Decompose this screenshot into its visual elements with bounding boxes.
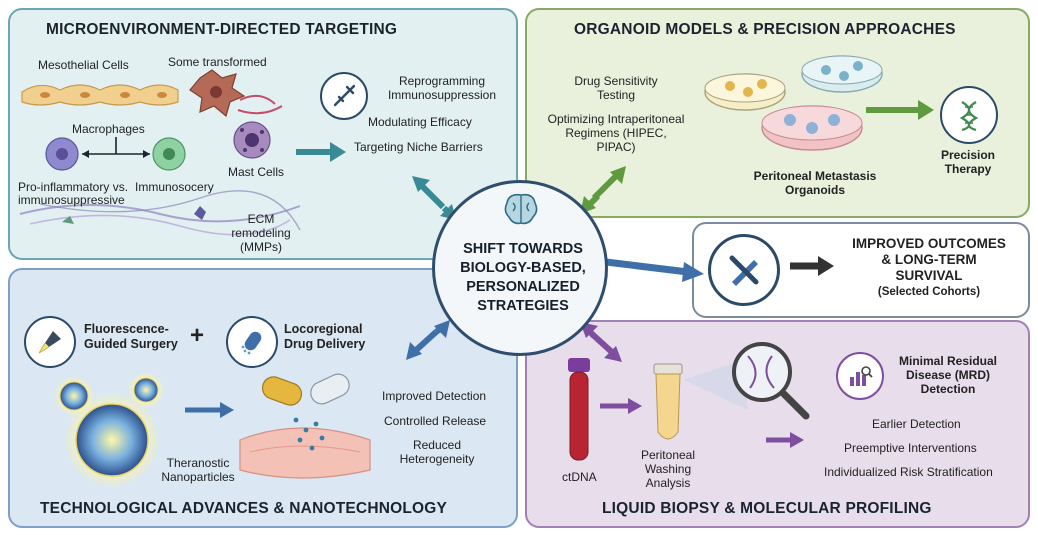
- pm-organoids-label: Peritoneal Metastasis Organoids: [750, 169, 880, 197]
- precision-therapy-label: Precision Therapy: [928, 148, 1008, 176]
- nano-to-capsule-arrow: [185, 402, 234, 418]
- reprogramming-label: Reprogramming Immunosuppression: [372, 74, 512, 102]
- pmo-line2: Organoids: [784, 183, 845, 197]
- macrophage-illustration: [45, 137, 186, 171]
- dna-icon: [940, 86, 998, 144]
- mrd-line2: Disease (MRD): [905, 368, 991, 382]
- reduced-line1: Reduced: [412, 438, 462, 452]
- mast-cell-illustration: [233, 121, 271, 159]
- brain-icon: [499, 189, 543, 229]
- organoid-to-precision-arrow: [866, 100, 934, 120]
- opt-line2: Regimens (HIPEC,: [565, 126, 667, 140]
- optimizing-label: Optimizing Intraperitoneal Regimens (HIP…: [534, 112, 698, 154]
- transformed-cell-illustration: [189, 69, 283, 118]
- capsule-tissue-illustration: [239, 373, 371, 479]
- opt-line1: Optimizing Intraperitoneal: [547, 112, 685, 126]
- fgs-label: Fluorescence- Guided Surgery: [84, 322, 178, 352]
- petri-dish-illustration: [704, 55, 883, 151]
- hub-to-technology-arrow: [406, 320, 450, 360]
- technology-title: TECHNOLOGICAL ADVANCES & NANOTECHNOLOGY: [40, 500, 448, 517]
- modulating-label: Modulating Efficacy: [368, 115, 472, 129]
- reprogramming-line2: Immunosuppression: [387, 88, 497, 102]
- tube-to-washing-arrow: [600, 398, 642, 414]
- pro-inflammatory-label: Pro-inflammatory vs.: [18, 180, 129, 194]
- drug-line2: Testing: [596, 88, 636, 102]
- immunosocery-label: Immunosocery: [135, 180, 214, 194]
- mrd-label: Minimal Residual Disease (MRD) Detection: [880, 354, 1016, 396]
- outcomes-line4: (Selected Cohorts): [877, 286, 981, 298]
- hub-to-outcomes-arrow: [605, 258, 704, 282]
- ldd-line2: Drug Delivery: [284, 337, 366, 351]
- nano-line2: Nanoparticles: [161, 470, 235, 484]
- earlier-detection-label: Earlier Detection: [872, 417, 961, 431]
- outcomes-line3: SURVIVAL: [895, 268, 963, 283]
- drug-line1: Drug Sensitivity: [574, 74, 658, 88]
- mast-cells-label: Mast Cells: [228, 165, 285, 179]
- ecm-fibers-illustration: [19, 190, 301, 236]
- plus-sign: +: [190, 322, 205, 349]
- ecm-label: ECM remodeling (MMPs): [226, 212, 296, 254]
- central-hub: SHIFT TOWARDS BIOLOGY-BASED, PERSONALIZE…: [432, 180, 608, 356]
- magnifier-illustration: [684, 342, 810, 420]
- mrd-line1: Minimal Residual: [898, 354, 998, 368]
- micro-bullets-arrow: [296, 142, 346, 162]
- reduced-heterogeneity-label: Reduced Heterogeneity: [392, 438, 482, 466]
- individualized-label: Individualized Risk Stratification: [824, 465, 993, 479]
- hub-line1: SHIFT TOWARDS: [463, 241, 583, 257]
- ldd-line1: Locoregional: [284, 322, 363, 336]
- hub-line4: STRATEGIES: [477, 298, 569, 314]
- outcomes-line1: IMPROVED OUTCOMES: [852, 236, 1006, 251]
- macrophages-label: Macrophages: [72, 122, 145, 136]
- controlled-release-label: Controlled Release: [384, 414, 487, 428]
- flashlight-icon: [24, 316, 76, 368]
- syringe-icon: [320, 72, 368, 120]
- blood-tube-illustration: [568, 358, 590, 461]
- capsule-icon: [226, 316, 278, 368]
- transformed-label: Some transformed: [168, 55, 267, 69]
- outcomes-line2: & LONG-TERM: [881, 252, 977, 267]
- precision-line2: Therapy: [944, 162, 992, 176]
- mrd-line3: Detection: [920, 382, 976, 396]
- biopsy-title: LIQUID BIOPSY & MOLECULAR PROFILING: [602, 500, 932, 517]
- nanoparticles-label: Theranostic Nanoparticles: [150, 456, 246, 484]
- fgs-line1: Fluorescence-: [84, 322, 169, 336]
- ecm-label-line1: ECM: [247, 212, 275, 226]
- chart-icon: [836, 352, 884, 400]
- outcomes-label: IMPROVED OUTCOMES & LONG-TERM SURVIVAL (…: [836, 236, 1022, 300]
- improved-detection-label: Improved Detection: [382, 389, 487, 403]
- washing-line1: Peritoneal: [640, 448, 696, 462]
- precision-line1: Precision: [940, 148, 996, 162]
- washing-label: Peritoneal Washing Analysis: [628, 448, 708, 490]
- targeting-label: Targeting Niche Barriers: [354, 140, 483, 154]
- ctdna-label: ctDNA: [562, 470, 597, 484]
- hub-line2: BIOLOGY-BASED,: [460, 260, 586, 276]
- washing-line3: Analysis: [645, 476, 691, 490]
- ldd-label: Locoregional Drug Delivery: [284, 322, 365, 352]
- mesothelial-cells-illustration: [21, 84, 179, 106]
- washing-line2: Washing: [644, 462, 692, 476]
- reprogramming-line1: Reprogramming: [398, 74, 486, 88]
- washing-tube-illustration: [653, 363, 683, 440]
- washing-to-mrd-arrow: [766, 432, 804, 448]
- hub-to-organoid-arrow: [580, 166, 626, 214]
- organoid-title: ORGANOID MODELS & PRECISION APPROACHES: [574, 21, 956, 38]
- nano-line1: Theranostic: [166, 456, 230, 470]
- hub-line3: PERSONALIZED: [466, 279, 580, 295]
- ecm-label-line2: remodeling: [231, 226, 291, 240]
- pencil-ruler-icon: [708, 234, 780, 306]
- reduced-line2: Heterogeneity: [399, 452, 475, 466]
- preemptive-label: Preemptive Interventions: [844, 441, 977, 455]
- immunosuppressive-label: immunosuppressive: [18, 193, 125, 207]
- pmo-line1: Peritoneal Metastasis: [753, 169, 877, 183]
- drug-sensitivity-label: Drug Sensitivity Testing: [556, 74, 676, 102]
- hub-to-biopsy-arrow: [580, 322, 622, 362]
- microenvironment-title: MICROENVIRONMENT-DIRECTED TARGETING: [46, 21, 398, 38]
- nanoparticles-illustration: [54, 372, 164, 488]
- ecm-label-line3: (MMPs): [240, 240, 282, 254]
- fgs-line2: Guided Surgery: [84, 337, 178, 351]
- opt-line3: PIPAC): [596, 140, 636, 154]
- mesothelial-label: Mesothelial Cells: [38, 58, 129, 72]
- outcomes-arrow: [790, 256, 834, 276]
